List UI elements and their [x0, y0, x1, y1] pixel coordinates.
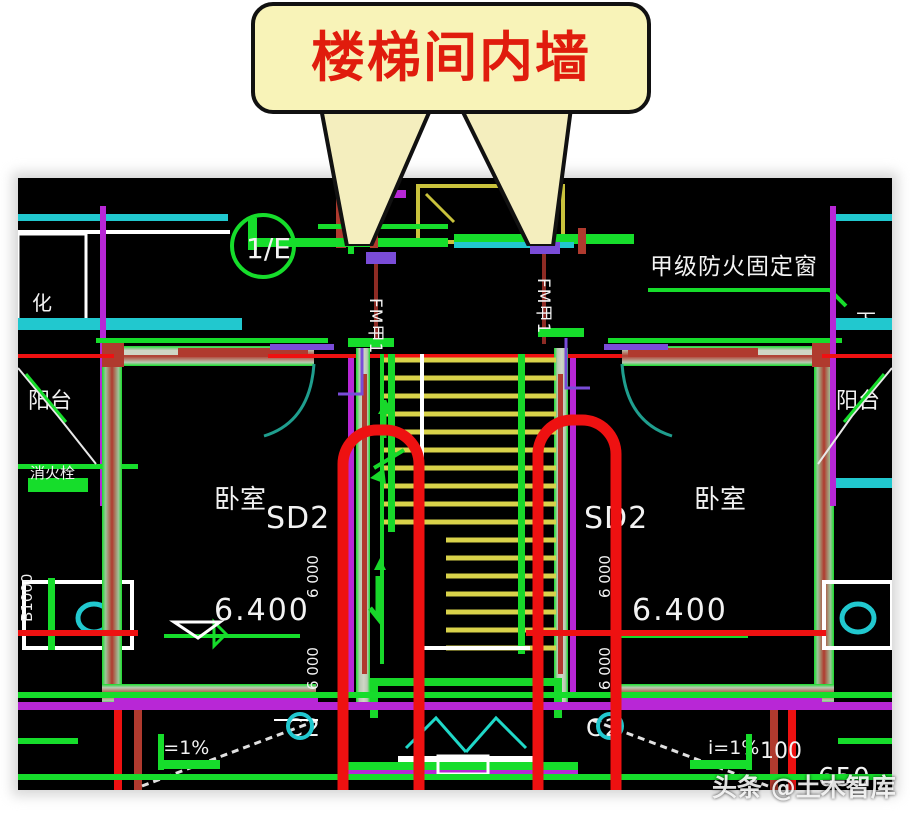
elevation-right: 6.400 — [632, 593, 728, 628]
svg-text:B1000: B1000 — [18, 574, 36, 622]
vertical-dim-right-bottom: 6 000 — [596, 647, 614, 690]
smoke-detector-left: SD2 — [266, 501, 330, 536]
room-label-right: 卧室 — [694, 485, 746, 515]
door-label-right: FM甲1 — [533, 278, 553, 334]
callout-pointer-right — [457, 106, 574, 246]
dimension-line-right — [822, 354, 892, 358]
vertical-dim-left-bottom: 6 000 — [304, 647, 322, 690]
fire-window-note: 甲级防火固定窗 — [650, 254, 818, 280]
door-label-left: FM甲1 — [365, 298, 385, 354]
callout-pointer-left — [318, 106, 435, 246]
vertical-dim-right-top: 6 000 — [596, 555, 614, 598]
watermark: 头条 @土木智库 — [712, 773, 896, 802]
smoke-detector-right: SD2 — [584, 501, 648, 536]
vertical-dim-left-top: 6 000 — [304, 555, 322, 598]
dimension-line-left — [18, 354, 114, 358]
svg-text:消火栓: 消火栓 — [30, 464, 75, 482]
slope-left: i=1% — [158, 737, 209, 759]
elevation-left: 6.400 — [214, 593, 310, 628]
callout-box: 楼梯间内墙 — [251, 2, 651, 114]
room-label-left: 卧室 — [214, 485, 266, 515]
callout-label: 楼梯间内墙 — [311, 26, 591, 89]
corner-label-left: 化 — [32, 291, 52, 315]
elevation-left-group: 6.400 — [164, 593, 310, 650]
grid-bubble-label: 1/E — [246, 232, 291, 265]
callout-pointers — [318, 106, 574, 246]
callout-annotation: 楼梯间内墙 — [243, 2, 663, 246]
cad-floor-plan: 1/E 甲级防火固定窗 下 化 阳台 阳台 — [18, 178, 892, 790]
dim-right-1: 100 — [760, 739, 802, 764]
grid-bubble-1E: 1/E — [230, 213, 296, 279]
